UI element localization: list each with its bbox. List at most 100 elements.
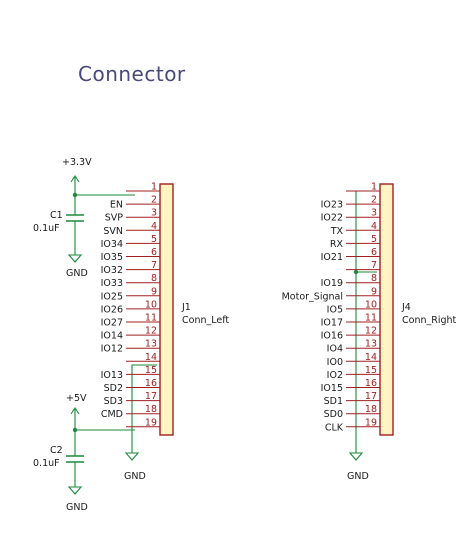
power-symbol-5v: +5V [66,393,87,430]
j1-pin-11-label: IO27 [101,318,123,329]
j1-pin-7-number: 7 [151,260,157,271]
c2-value: 0.1uF [33,458,60,469]
j4-pin-5-number: 5 [371,234,377,245]
power-label-5v: +5V [66,393,87,404]
power-arrow-5v [70,407,80,430]
j1-pin-2-label: EN [110,200,123,211]
connector-j1-pins: 12EN3SVP4SVN5IO346IO357IO328IO339IO2510I… [101,182,160,428]
j1-pin-19-number: 19 [145,417,157,428]
j4-pin-14-label: IO0 [327,357,343,368]
j1-pin-5-number: 5 [151,234,157,245]
j1-pin-9-number: 9 [151,286,157,297]
ground-label-j4: GND [347,471,369,482]
connector-j1-ref: J1 [181,302,191,313]
j1-pin-7-label: IO32 [101,265,123,276]
connector-j4-pins: 12IO233IO224TX5RX6IO2178IO199Motor_Signa… [282,182,380,433]
power-label-3v3: +3.3V [62,157,92,168]
ground-triangle-j4 [348,452,364,461]
j1-pin-1-number: 1 [151,182,157,193]
ground-label-c2: GND [66,502,88,513]
j1-pin-16-label: SD2 [104,383,123,394]
j1-pin-8-label: IO33 [101,278,123,289]
j4-pin-13-number: 13 [365,339,377,350]
j4-pin-2-label: IO23 [321,200,343,211]
j4-pin-16-number: 16 [365,378,377,389]
j4-pin-6-label: IO21 [321,252,343,263]
c2-ref: C2 [50,445,63,456]
j4-pin-13-label: IO4 [327,344,343,355]
c1-ref: C1 [50,210,63,221]
connector-j4-value: Conn_Right [402,315,457,326]
j4-pin-3-number: 3 [371,208,377,219]
j4-pin-17-label: SD1 [324,396,343,407]
j1-pin-17-number: 17 [145,391,157,402]
j1-pin-16-number: 16 [145,378,157,389]
c1-value: 0.1uF [33,223,60,234]
j1-pin-4-number: 4 [151,221,157,232]
ground-triangle-c2 [67,486,83,495]
j1-pin-12-number: 12 [145,326,157,337]
j1-pin-17-label: SD3 [104,396,123,407]
j1-pin-12-label: IO14 [101,331,123,342]
ground-triangle-j1 [124,452,140,461]
capacitor-c1: C1 0.1uF [33,195,84,255]
j1-pin-6-label: IO35 [101,252,123,263]
j4-pin-8-number: 8 [371,273,377,284]
j4-pin-12-label: IO16 [321,331,343,342]
j4-pin-15-label: IO2 [327,370,343,381]
junction-j4-pin7 [353,269,359,275]
connector-j4-ref: J4 [401,302,411,313]
j4-pin-7-number: 7 [371,260,377,271]
j1-pin-15-label: IO13 [101,370,123,381]
j1-pin-18-number: 18 [145,404,157,415]
j4-pin-4-number: 4 [371,221,377,232]
ground-label-c1: GND [66,268,88,279]
j1-pin-13-label: IO12 [101,344,123,355]
power-arrow-3v3 [70,175,80,195]
ground-label-j1: GND [124,471,146,482]
j4-pin-11-number: 11 [365,313,377,324]
j4-pin-6-number: 6 [371,247,377,258]
j1-pin-14-number: 14 [145,352,157,363]
j4-pin-16-label: IO15 [321,383,343,394]
j4-pin-18-number: 18 [365,404,377,415]
j4-pin-8-label: IO19 [321,278,343,289]
ground-triangle-c1 [67,254,83,263]
j1-pin-3-number: 3 [151,208,157,219]
j4-pin-10-number: 10 [365,299,377,310]
j4-pin-19-label: CLK [325,422,344,433]
j1-pin-10-number: 10 [145,299,157,310]
j1-pin-18-label: CMD [101,409,123,420]
j4-pin-10-label: IO5 [327,304,343,315]
j4-pin-17-number: 17 [365,391,377,402]
j1-pin-15-number: 15 [145,365,157,376]
j1-pin-3-label: SVP [105,213,124,224]
j4-pin-9-number: 9 [371,286,377,297]
j1-pin-10-label: IO26 [101,304,123,315]
j4-pin-19-number: 19 [365,417,377,428]
j4-pin-1-number: 1 [371,182,377,193]
j1-pin-4-label: SVN [103,226,123,237]
connector-j1-value: Conn_Left [182,315,229,326]
ground-symbol-c1: GND [66,254,88,279]
j4-pin-5-label: RX [330,239,344,250]
j1-pin-13-number: 13 [145,339,157,350]
j1-pin-5-label: IO34 [101,239,123,250]
j1-pin-6-number: 6 [151,247,157,258]
ground-symbol-c2: GND [66,486,88,513]
wire-j1-pin14-to-gnd [131,364,157,453]
sheet-title: Connector [78,62,186,86]
j1-pin-9-label: IO25 [101,291,123,302]
j1-pin-11-number: 11 [145,313,157,324]
j4-pin-15-number: 15 [365,365,377,376]
j4-pin-11-label: IO17 [321,318,343,329]
j4-pin-4-label: TX [330,226,344,237]
j1-pin-2-number: 2 [151,195,157,206]
j4-pin-9-label: Motor_Signal [282,291,343,302]
j1-pin-8-number: 8 [151,273,157,284]
j4-pin-3-label: IO22 [321,213,343,224]
capacitor-c2: C2 0.1uF [33,430,84,487]
j4-pin-14-number: 14 [365,352,377,363]
connector-j4-body [379,183,394,436]
